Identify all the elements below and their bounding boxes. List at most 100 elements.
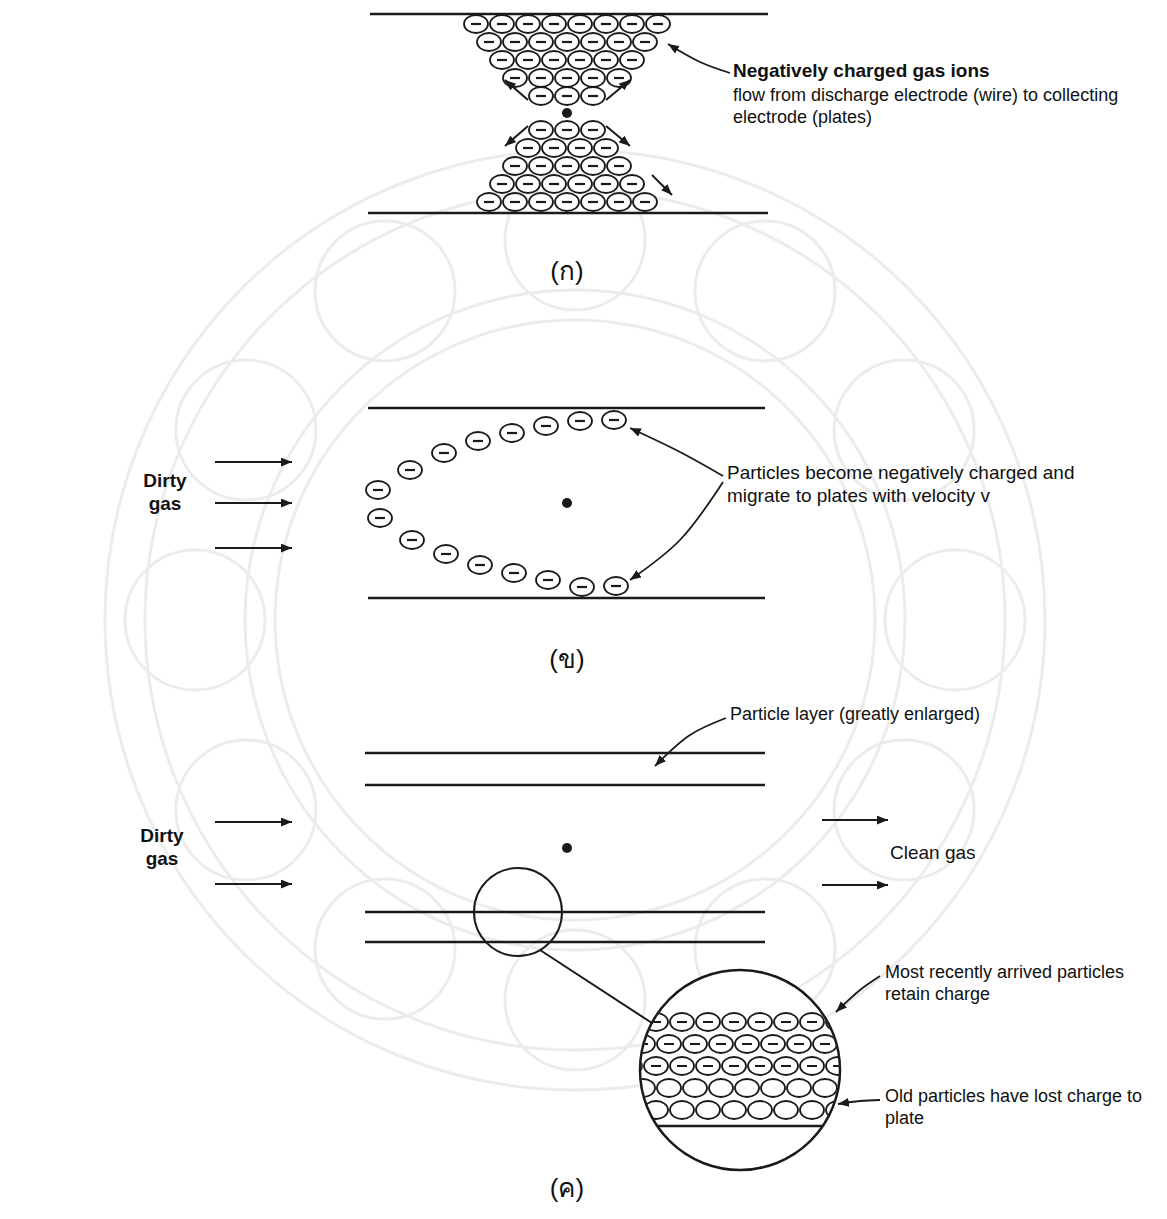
discharged-particle: [787, 1079, 811, 1097]
charged-particle: [748, 1013, 772, 1031]
charged-particle: [696, 1057, 720, 1075]
callout-label: Old particles have lost charge to plate: [885, 1086, 1155, 1129]
charged-particle: [568, 175, 592, 193]
charged-particle: [761, 1035, 785, 1053]
seal-petal: [505, 170, 645, 310]
charged-particle: [633, 33, 657, 51]
charged-particle: [500, 424, 524, 442]
magnifier-connector: [540, 950, 655, 1025]
gas-flow-arrow: [822, 819, 888, 821]
charged-particle: [464, 15, 488, 33]
ion-flow-arrow: [505, 126, 528, 146]
callout-label: Clean gas: [890, 842, 1020, 865]
charged-particle: [516, 175, 540, 193]
charged-particle: [529, 87, 553, 105]
charged-particle: [581, 193, 605, 211]
charged-particle: [503, 193, 527, 211]
charged-particle: [490, 15, 514, 33]
charged-particle: [468, 556, 492, 574]
leader-line: [630, 428, 723, 476]
seal-ring: [105, 150, 1045, 1090]
gas-ion-cluster: [464, 15, 670, 211]
discharge-wire: [562, 498, 572, 508]
callout-label: Most recently arrived particles retain c…: [885, 962, 1160, 1005]
charged-particle: [466, 432, 490, 450]
collecting-plate: [365, 941, 765, 944]
discharged-particle: [657, 1079, 681, 1097]
zoomed-particle-layer: [618, 970, 863, 1184]
seal-ring: [145, 190, 1005, 1050]
charged-particle: [529, 33, 553, 51]
charged-particle: [555, 69, 579, 87]
charged-particle: [503, 69, 527, 87]
collecting-plate: [370, 13, 768, 16]
charged-particle: [534, 417, 558, 435]
charged-particle: [800, 1013, 824, 1031]
charged-particle: [620, 175, 644, 193]
discharged-particle: [670, 1101, 694, 1119]
collecting-plate: [368, 212, 768, 215]
gas-flow-arrow: [215, 502, 292, 504]
charged-particle: [787, 1035, 811, 1053]
charged-particle: [644, 1057, 668, 1075]
charged-particle: [568, 139, 592, 157]
charged-particle: [800, 1057, 824, 1075]
charged-particle: [434, 545, 458, 563]
discharge-wire: [562, 108, 572, 118]
charged-particle: [400, 531, 424, 549]
magnifier-circle: [474, 868, 562, 956]
charged-particle: [368, 509, 392, 527]
charged-particle: [735, 1035, 759, 1053]
seal-ring: [275, 320, 875, 920]
seal-petal: [315, 879, 455, 1019]
ion-flow-arrow: [652, 175, 672, 195]
discharged-particle: [618, 1101, 642, 1119]
leader-line: [630, 482, 723, 580]
collecting-plate: [630, 1125, 860, 1128]
ion-flow-arrow: [505, 80, 528, 100]
charged-particle: [620, 51, 644, 69]
gas-flow-arrow: [215, 821, 292, 823]
charged-particle: [516, 51, 540, 69]
charged-particle: [774, 1013, 798, 1031]
charged-particle: [568, 412, 592, 430]
charged-particle: [709, 1035, 733, 1053]
callout-label: Dirty gas: [130, 470, 200, 516]
charged-particle: [432, 444, 456, 462]
charged-particle: [774, 1057, 798, 1075]
charged-particle: [581, 33, 605, 51]
charged-particle: [568, 51, 592, 69]
charged-particle: [490, 175, 514, 193]
collecting-plate: [368, 407, 765, 410]
charged-particle: [594, 15, 618, 33]
callout-label: Dirty gas: [127, 825, 197, 871]
collecting-plate: [365, 752, 765, 755]
charged-particle: [542, 139, 566, 157]
charged-particle: [490, 51, 514, 69]
seal-petal: [176, 740, 316, 880]
charged-particle: [542, 51, 566, 69]
seal-petal: [505, 930, 645, 1070]
seal-petal: [695, 221, 835, 361]
seal-petal: [315, 221, 455, 361]
charged-particle: [581, 157, 605, 175]
discharged-particle: [813, 1079, 837, 1097]
charged-particle: [670, 1057, 694, 1075]
charged-particle: [529, 121, 553, 139]
charged-particle: [607, 157, 631, 175]
panel-label: (ข): [532, 644, 602, 675]
charged-particle: [477, 33, 501, 51]
leader-line: [836, 976, 880, 1012]
charged-particle: [748, 1057, 772, 1075]
charged-particle: [516, 15, 540, 33]
gas-flow-arrow: [215, 461, 292, 463]
charged-particle: [618, 1013, 642, 1031]
panel-label: (ก): [532, 256, 602, 287]
discharged-particle: [774, 1101, 798, 1119]
charged-particle: [555, 87, 579, 105]
charged-particle: [620, 15, 644, 33]
seal-petal: [885, 550, 1025, 690]
charged-particle: [683, 1035, 707, 1053]
